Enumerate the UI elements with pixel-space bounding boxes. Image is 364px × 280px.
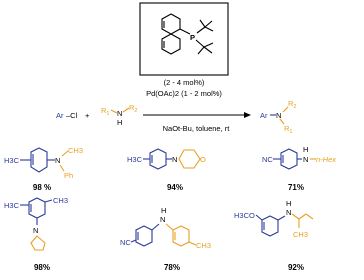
ligand-loading: (2 - 4 mol%) <box>164 78 205 87</box>
amine-r1: R1 <box>101 106 109 117</box>
conditions-label: NaOt-Bu, toluene, rt <box>163 124 231 133</box>
aryl-label: Ar <box>56 111 64 120</box>
amine-nitrogen: N <box>55 156 60 165</box>
amine-nitrogen: N <box>303 155 308 164</box>
product-1: H3C N CH3 Ph 98 % <box>4 146 83 192</box>
amine-nitrogen: N <box>117 109 122 118</box>
yield-label: 92% <box>288 263 304 272</box>
morpholine-oxygen: O <box>200 155 206 164</box>
nitrile-label: NC <box>262 155 273 164</box>
product-6: H3CO H N CH3 92% <box>234 199 314 272</box>
product-4: H3C CH3 N 98% <box>4 196 68 272</box>
methyl-label: H3C <box>4 201 20 210</box>
product-aryl: Ar <box>260 111 268 120</box>
methyl-label: CH3 <box>293 230 308 239</box>
plus-sign: + <box>85 111 90 120</box>
product-r2: R2 <box>288 99 296 110</box>
amine-hydrogen: H <box>161 206 166 215</box>
nitrile-label: NC <box>120 238 131 247</box>
product-r1: R1 <box>284 124 292 135</box>
n-methyl-label: CH3 <box>68 146 83 155</box>
yield-label: 78% <box>164 263 180 272</box>
general-product: Ar N R2 R1 <box>260 99 296 135</box>
pyrrolidine-nitrogen: N <box>33 226 38 235</box>
hexyl-label: n-Hex <box>316 155 336 164</box>
yield-label: 98% <box>34 263 50 272</box>
amine-nitrogen: N <box>160 215 165 224</box>
methyl-label: CH3 <box>196 241 211 250</box>
ligand-box: P <box>139 2 229 76</box>
methoxy-label: H3CO <box>234 211 255 220</box>
amine-hydrogen: H <box>303 145 308 154</box>
product-3: NC H N n-Hex 71% <box>262 145 336 192</box>
yield-label: 71% <box>288 183 304 192</box>
amine-reactant: R1 N H R2 <box>101 103 137 127</box>
methyl-label: H3C <box>127 155 143 164</box>
ligand-phosphorus: P <box>190 33 195 42</box>
product-5: NC H N CH3 78% <box>120 206 211 272</box>
yield-label: 98 % <box>33 183 51 192</box>
product-nitrogen: N <box>276 111 281 120</box>
yield-label: 94% <box>167 183 183 192</box>
amine-hydrogen: H <box>117 118 122 127</box>
catalyst-label: Pd(OAc)2 (1 - 2 mol%) <box>146 89 222 98</box>
phenyl-label: Ph <box>64 171 73 180</box>
reaction-arrow <box>143 112 251 118</box>
methyl-label-2: CH3 <box>53 196 68 205</box>
amine-r2: R2 <box>129 103 137 114</box>
amine-hydrogen: H <box>286 199 291 208</box>
halide-label: –Cl <box>66 111 78 120</box>
morpholine-nitrogen: N <box>172 155 177 164</box>
amine-nitrogen: N <box>286 208 291 217</box>
product-2: H3C N O 94% <box>127 148 206 192</box>
methyl-label: H3C <box>4 156 20 165</box>
